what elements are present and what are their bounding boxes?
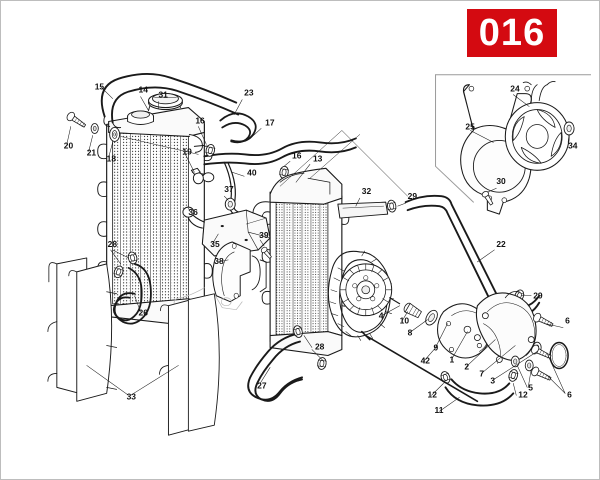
pump-shaft-parts xyxy=(389,297,438,326)
callout-13: 13 xyxy=(313,153,323,163)
expansion-tank-35 xyxy=(182,197,271,257)
callout-25: 25 xyxy=(465,121,475,131)
hardware-20-21-18 xyxy=(64,110,199,155)
callout-2: 2 xyxy=(464,361,469,371)
callout-1: 1 xyxy=(449,354,454,364)
page-number-badge: 016 xyxy=(467,9,557,57)
grommet-34 xyxy=(563,121,575,136)
callout-31: 31 xyxy=(158,90,168,100)
callout-11: 11 xyxy=(435,405,444,415)
callout-39: 39 xyxy=(259,230,269,240)
callout-5: 5 xyxy=(528,382,533,392)
hose-15 xyxy=(100,73,240,129)
clamp-28-d xyxy=(316,356,328,371)
screw-39 xyxy=(260,246,272,259)
pointer-rod-42 xyxy=(364,334,479,403)
clamp-12-right xyxy=(507,368,520,383)
callout-36: 36 xyxy=(188,207,198,217)
hose-26 xyxy=(112,262,152,325)
callout-29-lower: 29 xyxy=(533,291,543,301)
callout-6-lower: 6 xyxy=(567,389,572,399)
leader-lines xyxy=(66,86,570,412)
callout-35: 35 xyxy=(210,239,220,249)
callout-14: 14 xyxy=(139,85,149,95)
bolt-6-lower-b xyxy=(529,365,553,384)
radiator-guard-right-2 xyxy=(187,293,220,432)
radiator-guard-left-2 xyxy=(68,263,118,402)
callout-18: 18 xyxy=(107,153,117,163)
callout-4: 4 xyxy=(379,311,384,321)
callout-8: 8 xyxy=(408,328,413,338)
callout-12-right: 12 xyxy=(518,389,528,399)
drive-chain xyxy=(327,250,394,341)
callout-7: 7 xyxy=(479,368,484,378)
callout-21: 21 xyxy=(87,147,97,157)
callout-16-left: 16 xyxy=(195,116,205,126)
callout-38: 38 xyxy=(214,256,224,266)
callout-15: 15 xyxy=(95,82,105,92)
callout-20: 20 xyxy=(64,140,74,150)
callout-34: 34 xyxy=(568,140,578,150)
callout-28-upper: 28 xyxy=(108,239,118,249)
screw-30 xyxy=(481,190,494,206)
hose-27 xyxy=(247,332,303,402)
bracket-38 xyxy=(212,241,267,303)
washer-5-a xyxy=(510,355,520,368)
callout-12-left: 12 xyxy=(428,389,438,399)
hose-17 xyxy=(203,137,357,166)
fan-24 xyxy=(504,81,570,171)
callout-32: 32 xyxy=(362,186,372,196)
phantom-lines xyxy=(279,130,408,197)
callout-17: 17 xyxy=(265,117,275,127)
plug-19 xyxy=(190,167,204,185)
clamp-29-upper xyxy=(386,199,398,214)
callout-3: 3 xyxy=(490,375,495,385)
callout-22: 22 xyxy=(496,239,506,249)
callout-23: 23 xyxy=(244,88,254,98)
fan-inset-box xyxy=(435,74,591,203)
callout-19: 19 xyxy=(182,146,192,156)
callout-27: 27 xyxy=(257,380,267,390)
pump-housing xyxy=(474,291,537,364)
parts-diagram-canvas: 15 14 31 23 17 16 16 20 21 18 19 40 13 3… xyxy=(9,7,591,471)
right-radiator-core xyxy=(252,167,350,357)
callout-37: 37 xyxy=(224,184,234,194)
callout-6-upper: 6 xyxy=(565,316,570,326)
washer-5-b xyxy=(524,359,534,372)
parts-diagram-svg: 15 14 31 23 17 16 16 20 21 18 19 40 13 3… xyxy=(47,73,591,436)
callout-10: 10 xyxy=(400,316,410,326)
callout-28-lower: 28 xyxy=(315,342,325,352)
callout-16-right: 16 xyxy=(292,150,302,160)
callout-30: 30 xyxy=(496,176,506,186)
callout-24: 24 xyxy=(510,84,520,94)
callout-29-upper: 29 xyxy=(408,191,418,201)
callout-labels: 15 14 31 23 17 16 16 20 21 18 19 40 13 3… xyxy=(64,82,578,416)
callout-26: 26 xyxy=(139,308,149,318)
hose-11 xyxy=(444,378,515,407)
page-number-label: 016 xyxy=(478,12,546,54)
hose-23 xyxy=(219,112,257,144)
callout-40: 40 xyxy=(247,167,257,177)
callout-33: 33 xyxy=(127,391,137,401)
plate-32 xyxy=(337,201,389,219)
callout-9: 9 xyxy=(434,343,439,353)
callout-42: 42 xyxy=(421,355,431,365)
